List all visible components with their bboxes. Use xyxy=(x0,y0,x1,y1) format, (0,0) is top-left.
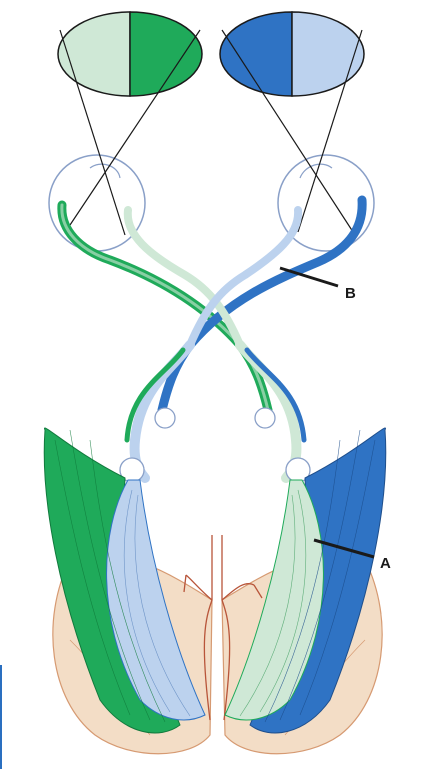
label-b-marker: B xyxy=(279,266,356,302)
label-a: A xyxy=(380,555,391,572)
left-eye xyxy=(48,29,201,252)
left-optic-radiation xyxy=(43,427,206,734)
right-optic-radiation xyxy=(224,427,387,734)
right-visual-field xyxy=(219,11,365,97)
central-vessel xyxy=(183,535,263,721)
right-eye xyxy=(221,29,375,252)
label-a-marker: A xyxy=(313,538,391,572)
label-b: B xyxy=(345,285,356,302)
left-visual-field xyxy=(57,11,203,97)
optic-chiasm xyxy=(57,195,367,483)
